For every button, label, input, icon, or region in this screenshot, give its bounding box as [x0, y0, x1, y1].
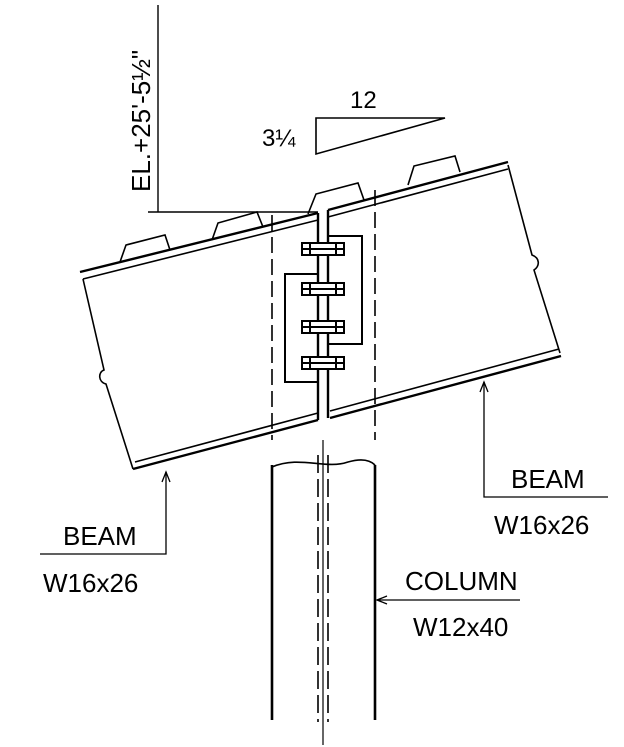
right-beam-leader: [483, 382, 608, 498]
slope-run-label: 12: [350, 87, 377, 114]
connection: [284, 235, 363, 383]
right-beam-break: [507, 164, 561, 354]
slope-indicator: [315, 117, 446, 156]
left-beam-label: BEAM: [63, 521, 137, 551]
leaders: [40, 380, 608, 605]
bolt: [301, 242, 345, 256]
left-beam-size: W16x26: [43, 568, 138, 598]
bolt: [301, 282, 345, 296]
left-beam-leader: [40, 472, 167, 555]
left-beam-break: [82, 278, 134, 470]
column-label: COLUMN: [405, 566, 518, 596]
bolts: [301, 242, 345, 370]
column-break-line: [271, 459, 376, 468]
column-size: W12x40: [413, 612, 508, 642]
right-beam-label: BEAM: [511, 464, 585, 494]
bolt: [301, 320, 345, 334]
roof-deck: [119, 155, 461, 263]
left-beam: [79, 211, 320, 471]
slope-rise-label: 3¼: [262, 125, 296, 152]
bolt: [301, 356, 345, 370]
elevation-marker: [148, 5, 318, 213]
column: [270, 440, 377, 745]
right-beam-size: W16x26: [494, 510, 589, 540]
elevation-label: EL.+25'-5½": [126, 50, 156, 192]
